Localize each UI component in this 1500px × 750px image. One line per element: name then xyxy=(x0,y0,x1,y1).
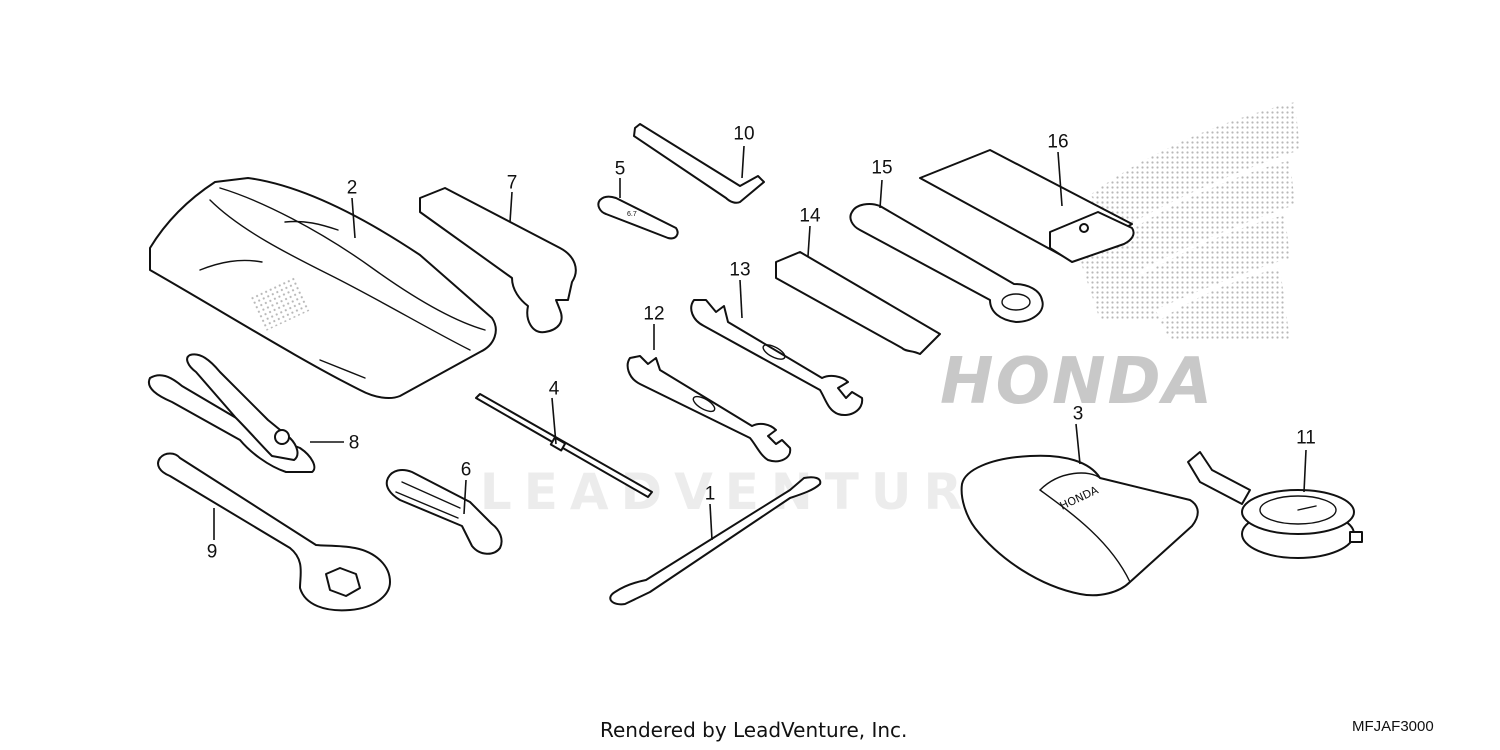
callout-13[interactable]: 13 xyxy=(729,259,751,281)
callout-16[interactable]: 16 xyxy=(1047,131,1069,153)
open-end-wrench-8x12 xyxy=(626,355,792,463)
diagram-code: MFJAF3000 xyxy=(1352,718,1434,735)
svg-text:6.7: 6.7 xyxy=(627,211,637,218)
leader-4 xyxy=(551,397,557,445)
leader-14 xyxy=(807,225,811,257)
callout-5[interactable]: 5 xyxy=(614,158,626,180)
callout-12[interactable]: 12 xyxy=(643,303,665,325)
leader-3 xyxy=(1075,423,1081,465)
leader-6 xyxy=(463,479,467,515)
rod-tool xyxy=(609,476,822,606)
open-end-wrench-10x14 xyxy=(690,299,864,416)
leader-16 xyxy=(1057,151,1063,207)
hex-key xyxy=(633,123,765,204)
ring-wrench-long xyxy=(849,203,1044,323)
tool-bag xyxy=(149,177,497,399)
callout-1[interactable]: 1 xyxy=(704,483,716,505)
callout-10[interactable]: 10 xyxy=(733,123,755,145)
watermark-text: LEADVENTURE xyxy=(479,463,1021,521)
honda-wing-logo xyxy=(1060,102,1300,340)
tire-pressure-gauge xyxy=(1187,451,1363,559)
leader-7 xyxy=(509,191,513,223)
callout-7[interactable]: 7 xyxy=(506,172,518,194)
leader-2 xyxy=(351,197,356,239)
screwdriver-double-ended xyxy=(475,393,653,498)
leader-11 xyxy=(1303,449,1307,493)
small-key-plate: 6.7 xyxy=(597,195,679,240)
leader-1 xyxy=(709,503,713,541)
leader-13 xyxy=(739,279,743,319)
callout-11[interactable]: 11 xyxy=(1296,427,1316,449)
callout-4[interactable]: 4 xyxy=(548,378,560,400)
callout-3[interactable]: 3 xyxy=(1072,403,1084,425)
leader-10 xyxy=(741,145,745,179)
callout-15[interactable]: 15 xyxy=(871,157,893,179)
extension-bar xyxy=(775,251,941,355)
honda-wordmark: HONDA xyxy=(940,345,1215,419)
callout-8[interactable]: 8 xyxy=(348,432,360,454)
callout-14[interactable]: 14 xyxy=(799,205,821,227)
manual-case xyxy=(919,149,1135,263)
screwdriver-grip xyxy=(385,469,503,555)
callout-9[interactable]: 9 xyxy=(206,541,218,563)
callout-6[interactable]: 6 xyxy=(460,459,472,481)
leader-15 xyxy=(879,179,883,209)
pliers xyxy=(147,353,316,473)
rendered-by-credit: Rendered by LeadVenture, Inc. xyxy=(600,718,908,742)
callout-2[interactable]: 2 xyxy=(346,177,358,199)
tool-pouch: HONDA xyxy=(960,454,1199,597)
spanner-flat xyxy=(419,187,577,334)
hex-ring-wrench xyxy=(157,452,391,612)
